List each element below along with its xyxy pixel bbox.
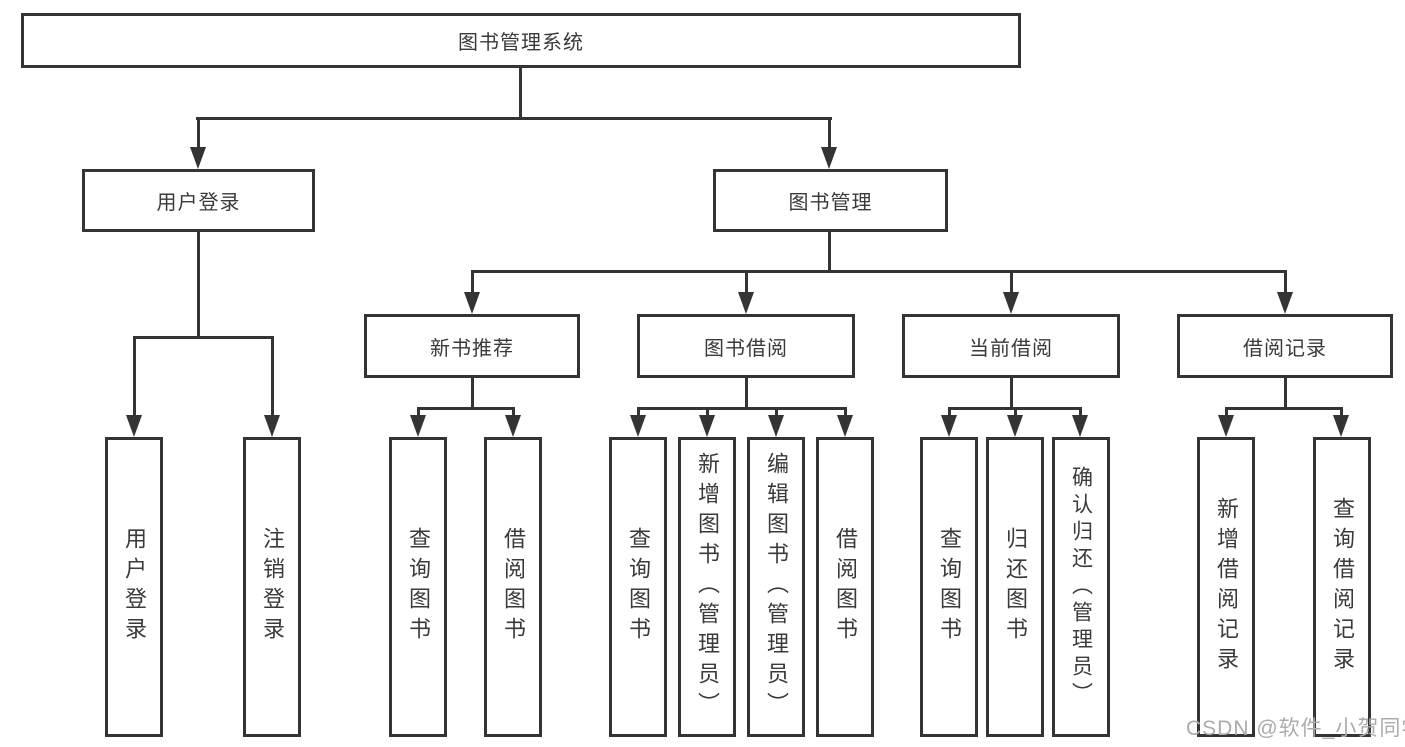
- arrow-down-icon: [699, 415, 715, 437]
- connector-borrow-records-hbar: [1225, 407, 1343, 410]
- arrow-down-icon: [941, 415, 957, 437]
- connector-root-hbar: [196, 117, 832, 120]
- node-leaf-edit-book: 编辑图书（管理员）: [747, 437, 805, 737]
- leaf-label: 新增借阅记录: [1214, 497, 1239, 677]
- leaf-label: 归还图书: [1003, 527, 1028, 647]
- connector-current-borrow-stem: [1010, 378, 1013, 409]
- leaf-label: 用户登录: [122, 527, 147, 647]
- arrow-down-icon: [190, 147, 206, 169]
- connector-book-borrow-stem: [745, 378, 748, 409]
- node-root-label: 图书管理系统: [458, 32, 584, 54]
- arrow-down-icon: [738, 292, 754, 314]
- node-book-borrow: 图书借阅: [637, 314, 855, 378]
- node-current-borrow-label: 当前借阅: [969, 337, 1053, 360]
- connector-drop: [1225, 407, 1228, 417]
- arrow-down-icon: [1218, 415, 1234, 437]
- node-leaf-add-record: 新增借阅记录: [1197, 437, 1255, 737]
- connector-new-book-hbar: [417, 407, 515, 410]
- connector-drop: [637, 407, 640, 417]
- node-leaf-logout: 注销登录: [243, 437, 301, 737]
- node-root: 图书管理系统: [21, 13, 1021, 68]
- arrow-down-icon: [410, 415, 426, 437]
- leaf-label: 借阅图书: [833, 527, 858, 647]
- connector-drop: [1340, 407, 1343, 417]
- leaf-label: 查询图书: [406, 527, 431, 647]
- arrow-down-icon: [837, 415, 853, 437]
- connector-drop-leaf-logout: [271, 336, 274, 416]
- connector-drop: [417, 407, 420, 417]
- connector-borrow-records-stem: [1284, 378, 1287, 409]
- connector-drop-book-borrow: [745, 270, 748, 294]
- arrow-down-icon: [1333, 415, 1349, 437]
- leaf-label: 借阅图书: [501, 527, 526, 647]
- connector-drop: [512, 407, 515, 417]
- node-leaf-user-login: 用户登录: [105, 437, 163, 737]
- leaf-label: 确认归还（管理员）: [1069, 465, 1093, 709]
- arrow-down-icon: [1007, 415, 1023, 437]
- arrow-down-icon: [126, 415, 142, 437]
- connector-book-management-hbar: [471, 270, 1287, 273]
- arrow-down-icon: [505, 415, 521, 437]
- node-current-borrow: 当前借阅: [902, 314, 1120, 378]
- connector-drop-leaf-user-login: [133, 336, 136, 416]
- arrow-down-icon: [1072, 415, 1088, 437]
- connector-drop: [1079, 407, 1082, 417]
- arrow-down-icon: [821, 147, 837, 169]
- csdn-watermark: CSDN @软件_小贺同学: [1186, 717, 1405, 740]
- leaf-label: 编辑图书（管理员）: [764, 452, 789, 722]
- node-new-book-recommend-label: 新书推荐: [430, 337, 514, 360]
- connector-drop-new-book: [471, 270, 474, 294]
- node-new-book-recommend: 新书推荐: [364, 314, 580, 378]
- arrow-down-icon: [264, 415, 280, 437]
- node-leaf-add-book: 新增图书（管理员）: [678, 437, 736, 737]
- connector-drop-book-management: [828, 117, 831, 148]
- node-leaf-query-book-2: 查询图书: [609, 437, 667, 737]
- node-leaf-query-record: 查询借阅记录: [1313, 437, 1371, 737]
- node-leaf-borrow-book-1: 借阅图书: [484, 437, 542, 737]
- connector-new-book-stem: [471, 378, 474, 409]
- node-book-management-label: 图书管理: [788, 192, 873, 214]
- node-user-login: 用户登录: [82, 169, 315, 232]
- connector-book-borrow-hbar: [637, 407, 847, 410]
- connector-book-management-stem: [828, 232, 831, 273]
- node-borrow-records: 借阅记录: [1177, 314, 1393, 378]
- leaf-label: 查询图书: [626, 527, 651, 647]
- leaf-label: 注销登录: [260, 527, 285, 647]
- connector-drop: [1014, 407, 1017, 417]
- arrow-down-icon: [1003, 292, 1019, 314]
- arrow-down-icon: [768, 415, 784, 437]
- leaf-label: 查询图书: [937, 527, 962, 647]
- node-leaf-borrow-book-2: 借阅图书: [816, 437, 874, 737]
- leaf-label: 新增图书（管理员）: [695, 452, 720, 722]
- connector-drop-borrow-records: [1284, 270, 1287, 294]
- node-user-login-label: 用户登录: [156, 192, 241, 214]
- node-leaf-query-book-3: 查询图书: [920, 437, 978, 737]
- node-book-management: 图书管理: [713, 169, 948, 232]
- connector-drop: [706, 407, 709, 417]
- connector-user-login-hbar: [133, 336, 274, 339]
- node-leaf-query-book-1: 查询图书: [389, 437, 447, 737]
- node-leaf-return-book: 归还图书: [986, 437, 1044, 737]
- connector-drop-current-borrow: [1010, 270, 1013, 294]
- connector-drop: [844, 407, 847, 417]
- connector-root-stem: [519, 67, 522, 119]
- connector-user-login-stem: [197, 232, 200, 338]
- connector-drop-user-login: [197, 117, 200, 148]
- arrow-down-icon: [464, 292, 480, 314]
- arrow-down-icon: [630, 415, 646, 437]
- arrow-down-icon: [1277, 292, 1293, 314]
- connector-drop: [948, 407, 951, 417]
- node-borrow-records-label: 借阅记录: [1243, 337, 1327, 360]
- connector-drop: [775, 407, 778, 417]
- node-book-borrow-label: 图书借阅: [704, 337, 788, 360]
- node-leaf-confirm-return: 确认归还（管理员）: [1052, 437, 1110, 737]
- leaf-label: 查询借阅记录: [1330, 497, 1355, 677]
